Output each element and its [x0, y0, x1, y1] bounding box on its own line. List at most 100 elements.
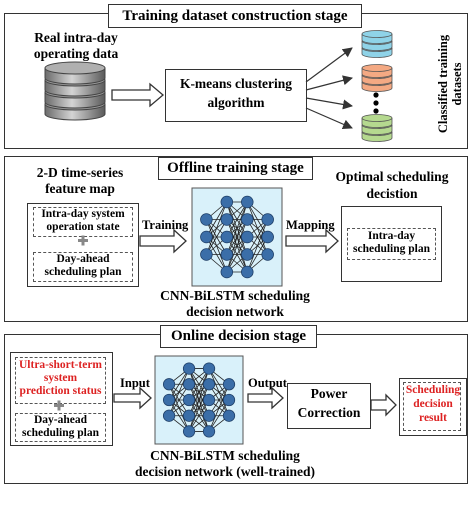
offline-network-label-line1: CNN-BiLSTM scheduling [160, 288, 310, 303]
power-correction-line2: Correction [297, 405, 361, 420]
network-connection [226, 219, 248, 273]
offline-network-diagram [191, 187, 283, 287]
network-connection [188, 384, 210, 432]
arrow-training [139, 228, 187, 254]
arrow-output [247, 386, 284, 410]
online-network-label-line1: CNN-BiLSTM scheduling [150, 448, 300, 463]
feature-item2-line2: scheduling plan [44, 266, 122, 278]
online-item2-line2: scheduling plan [21, 427, 100, 439]
network-connection [226, 201, 248, 273]
stage1-title: Training dataset construction stage [108, 4, 362, 28]
online-item-day-ahead-plan [15, 413, 106, 442]
output-item-line1: Intra-day [367, 230, 416, 242]
network-connection [188, 368, 210, 416]
result-line3: result [419, 412, 447, 424]
online-network-diagram [154, 355, 244, 445]
network-node [162, 393, 176, 407]
offline-network-label-line2: decision network [186, 304, 284, 319]
input-arrow-label: Input [120, 376, 150, 390]
feature-item1-line1: Intra-day system [41, 208, 125, 220]
arrows-kmeans-to-datasets [305, 47, 353, 129]
online-network-label-line2: decision network (well-trained) [135, 464, 315, 479]
network-node [200, 213, 213, 226]
network-node [202, 393, 216, 407]
network-node [220, 213, 234, 226]
feature-item-day-ahead-plan [33, 252, 133, 282]
arrow-correction-to-result [370, 393, 397, 417]
dataset-stack-2 [361, 64, 393, 92]
network-connection [168, 368, 190, 401]
output-item-line2: scheduling plan [352, 243, 431, 255]
network-node [200, 230, 213, 244]
online-item2-line1: Day-ahead [33, 414, 88, 426]
network-node [200, 248, 213, 261]
network-node [202, 378, 216, 391]
network-node [222, 378, 236, 391]
stage2-title: Offline training stage [158, 157, 313, 180]
network-connection [168, 368, 190, 416]
network-node [162, 409, 176, 422]
network-node [182, 409, 196, 422]
dataset-stack-1 [361, 30, 393, 58]
network-node [220, 195, 234, 209]
network-connection [188, 368, 210, 401]
arrow-mapping [285, 228, 339, 254]
feature-map-title-line1: 2-D time-series [36, 165, 124, 180]
network-node [241, 195, 254, 209]
arrow-data-to-kmeans [111, 82, 165, 108]
feature-map-title-line2: feature map [45, 181, 115, 196]
network-node [162, 378, 176, 391]
network-node [182, 362, 196, 375]
network-node [182, 393, 196, 407]
kmeans-algorithm-box [165, 69, 307, 122]
network-node [182, 378, 196, 391]
network-connection [208, 384, 230, 416]
plus-icon-online [54, 400, 64, 411]
network-connection [208, 384, 230, 432]
network-node [220, 265, 234, 279]
optimal-decision-title-line1: Optimal scheduling [335, 169, 449, 184]
classified-datasets-group [361, 30, 393, 142]
output-arrow-label: Output [248, 376, 287, 390]
source-data-label-line2: operating data [33, 46, 119, 61]
network-node [241, 213, 254, 226]
network-connection [246, 219, 269, 255]
result-line2: decision [413, 398, 453, 410]
network-connection [206, 201, 228, 255]
ellipsis-dots-icon [373, 92, 379, 114]
network-connection [168, 384, 190, 416]
network-node [241, 248, 254, 261]
feature-item2-line1: Day-ahead [56, 253, 110, 265]
database-icon [44, 61, 106, 121]
network-connection [226, 201, 248, 255]
network-node [222, 409, 236, 422]
feature-item1-line2: operation state [46, 221, 120, 233]
result-line1: Scheduling [405, 384, 461, 396]
network-connection [246, 236, 269, 273]
online-item1-line3: prediction status [19, 385, 102, 397]
network-connection [226, 201, 248, 238]
optimal-decision-title-line2: decistion [366, 186, 418, 201]
network-connection [188, 399, 210, 432]
stage3-title: Online decision stage [160, 325, 317, 348]
network-node [261, 230, 274, 244]
network-connection [188, 368, 210, 432]
kmeans-label-line1: K-means clustering [179, 76, 293, 91]
source-data-label-line1: Real intra-day [34, 30, 118, 45]
kmeans-label-line2: algorithm [207, 95, 265, 110]
network-node [202, 409, 216, 422]
network-node [182, 425, 196, 438]
online-item1-line2: system [43, 372, 78, 384]
dataset-stack-3 [361, 114, 393, 142]
network-connection [246, 219, 269, 273]
network-node [261, 213, 274, 226]
network-node [222, 393, 236, 407]
online-item-prediction-status [15, 357, 106, 404]
decision-result-inner [403, 382, 461, 431]
network-node [261, 248, 274, 261]
network-node [202, 425, 216, 438]
network-node [202, 362, 216, 375]
network-connection [206, 219, 228, 255]
network-node [241, 265, 254, 279]
